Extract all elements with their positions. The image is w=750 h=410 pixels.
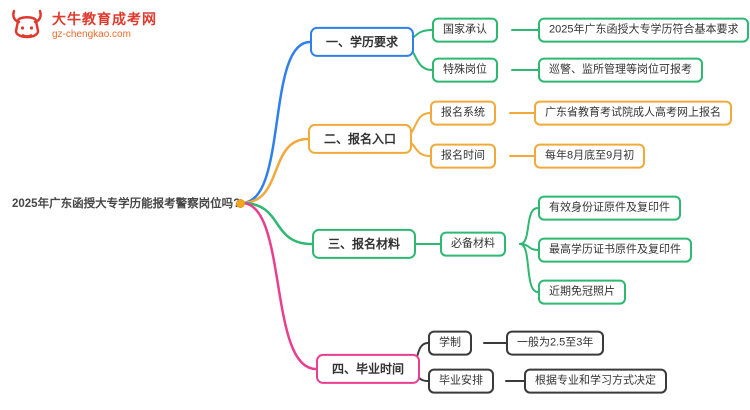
site-logo: 大牛教育成考网 gz-chengkao.com: [8, 7, 157, 45]
leaf-node-meinian-8yue-9yue: 每年8月底至9月初: [534, 143, 646, 169]
connector-root-branch1: [240, 40, 312, 205]
logo-bull-icon: [12, 9, 42, 39]
connector-root-branch2: [240, 137, 310, 205]
leaf-node-xunjing-kebaokao: 巡警、监所管理等岗位可报考: [538, 57, 703, 83]
root-topic: 2025年广东函授大专学历能报考警察岗位吗?: [12, 198, 241, 210]
brand-domain: gz-chengkao.com: [52, 28, 131, 40]
child-node-bibei-cailiao: 必备材料: [440, 231, 506, 257]
connector-child31-leaf1: [519, 207, 539, 245]
leaf-node-shenfenzheng: 有效身份证原件及复印件: [538, 195, 681, 221]
connector-root-branch4: [240, 201, 318, 371]
brand-name: 大牛教育成考网: [52, 11, 157, 28]
leaf-node-fuhe-jiben-yaoqiu: 2025年广东函授大专学历符合基本要求: [538, 17, 750, 43]
leaf-node-2dian5-zhi-3nian: 一般为2.5至3年: [506, 330, 605, 356]
logo-text-block: 大牛教育成考网 gz-chengkao.com: [52, 11, 157, 41]
branch-node-baoming-rukou: 二、报名入口: [308, 123, 413, 155]
child-node-baoming-xitong: 报名系统: [430, 100, 496, 126]
child-node-teshu-gangwei: 特殊岗位: [432, 57, 498, 83]
root-anchor-dot: [236, 199, 245, 208]
child-node-biye-anpai: 毕业安排: [428, 368, 494, 394]
connector-child31-leaf3: [519, 243, 539, 293]
child-node-baoming-shijian: 报名时间: [430, 143, 496, 169]
leaf-node-mianguan-zhaopian: 近期免冠照片: [538, 279, 626, 305]
branch-node-baoming-cailiao: 三、报名材料: [312, 228, 417, 260]
leaf-node-xueli-zhengshu: 最高学历证书原件及复印件: [538, 237, 692, 263]
child-node-xuezhi: 学制: [428, 330, 472, 356]
connector-root-branch3: [240, 201, 314, 246]
leaf-node-kaoshiyuan-wangshang-baoming: 广东省教育考试院成人高考网上报名: [534, 100, 732, 126]
child-node-guojia-chengren: 国家承认: [432, 17, 498, 43]
branch-node-biye-shijian: 四、毕业时间: [316, 353, 421, 385]
branch-node-xueli-yaoqiu: 一、学历要求: [310, 26, 415, 58]
leaf-node-genju-zhuanye-jueding: 根据专业和学习方式决定: [524, 368, 667, 394]
